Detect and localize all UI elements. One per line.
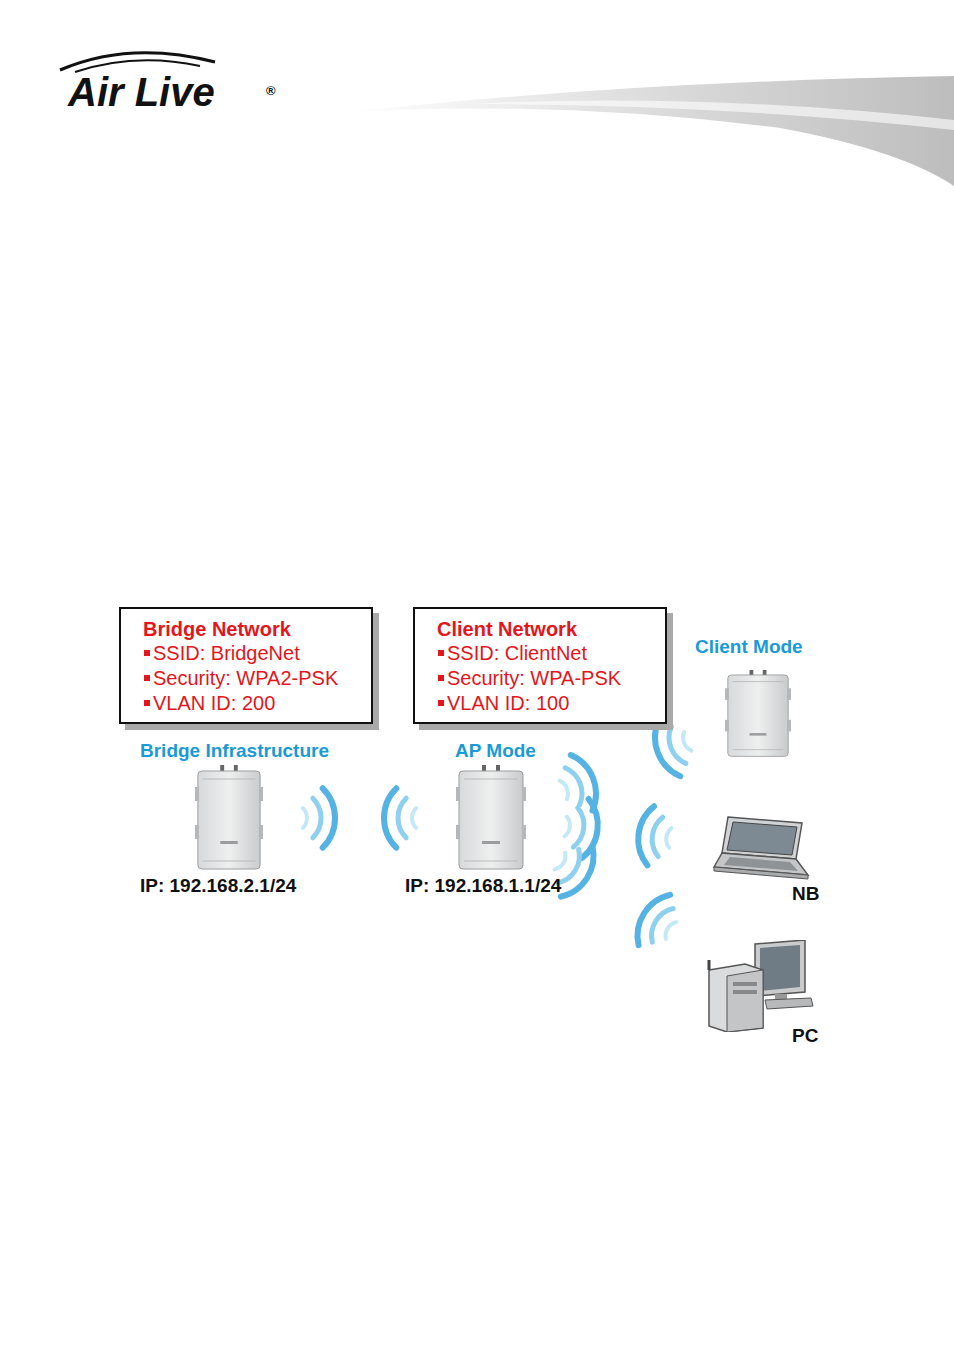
network-device: Client Mode — [725, 670, 791, 758]
access-point-illustration — [195, 765, 263, 871]
radio-wave — [561, 846, 594, 896]
network-info-box: Client NetworkSSID: ClientNetSecurity: W… — [413, 607, 667, 724]
registered-mark: ® — [266, 84, 276, 98]
radio-wave — [398, 798, 406, 838]
ip-address: IP: 192.168.2.1/24 — [140, 875, 296, 897]
radio-wave — [565, 768, 582, 805]
radio-wave — [303, 808, 307, 828]
ip-address: IP: 192.168.1.1/24 — [405, 875, 561, 897]
bullet-item: VLAN ID: 200 — [143, 691, 359, 716]
radio-wave — [683, 732, 691, 751]
box-heading: Client Network — [437, 617, 653, 641]
device-label: AP Mode — [455, 740, 536, 762]
device-label: NB — [792, 883, 819, 905]
radio-wave — [412, 808, 416, 828]
access-point-illustration — [456, 765, 526, 871]
network-info-box: Bridge NetworkSSID: BridgeNetSecurity: W… — [119, 607, 373, 724]
bullet-item: Security: WPA2-PSK — [143, 666, 359, 691]
bullet-item: Security: WPA-PSK — [437, 666, 653, 691]
access-point-illustration — [725, 670, 791, 758]
device-label: PC — [792, 1025, 818, 1047]
network-device: PC — [705, 940, 815, 1032]
device-picture — [456, 765, 526, 869]
radio-wave — [323, 788, 335, 847]
wireless-link — [555, 846, 677, 945]
network-device: NB — [710, 815, 810, 881]
radio-wave — [638, 895, 671, 945]
device-picture — [709, 940, 813, 1032]
bullet-item: VLAN ID: 100 — [437, 691, 653, 716]
radio-wave — [638, 806, 654, 865]
device-picture — [714, 817, 808, 879]
radio-wave — [573, 808, 584, 847]
radio-wave — [565, 817, 570, 837]
radio-wave — [666, 922, 677, 939]
brand-logo: Air Live — [68, 70, 215, 114]
radio-wave — [555, 853, 566, 870]
device-label: Bridge Infrastructure — [140, 740, 329, 762]
bullet-item: SSID: ClientNet — [437, 641, 653, 666]
radio-wave — [669, 727, 686, 764]
laptop-illustration — [710, 815, 810, 881]
device-picture — [725, 670, 791, 756]
box-heading: Bridge Network — [143, 617, 359, 641]
radio-wave — [384, 788, 396, 847]
desktop-pc-illustration — [705, 940, 815, 1032]
radio-wave — [655, 721, 680, 776]
device-label: Client Mode — [695, 636, 803, 658]
wireless-link — [560, 721, 692, 811]
network-device: AP ModeIP: 192.168.1.1/24 — [456, 765, 526, 871]
radio-wave — [666, 828, 671, 848]
bullet-item: SSID: BridgeNet — [143, 641, 359, 666]
radio-wave — [313, 798, 321, 838]
network-device: Bridge InfrastructureIP: 192.168.2.1/24 — [195, 765, 263, 871]
radio-wave — [560, 781, 568, 799]
radio-wave — [652, 817, 663, 856]
device-picture — [195, 765, 263, 869]
radio-wave — [652, 909, 674, 943]
wireless-link — [303, 788, 416, 847]
